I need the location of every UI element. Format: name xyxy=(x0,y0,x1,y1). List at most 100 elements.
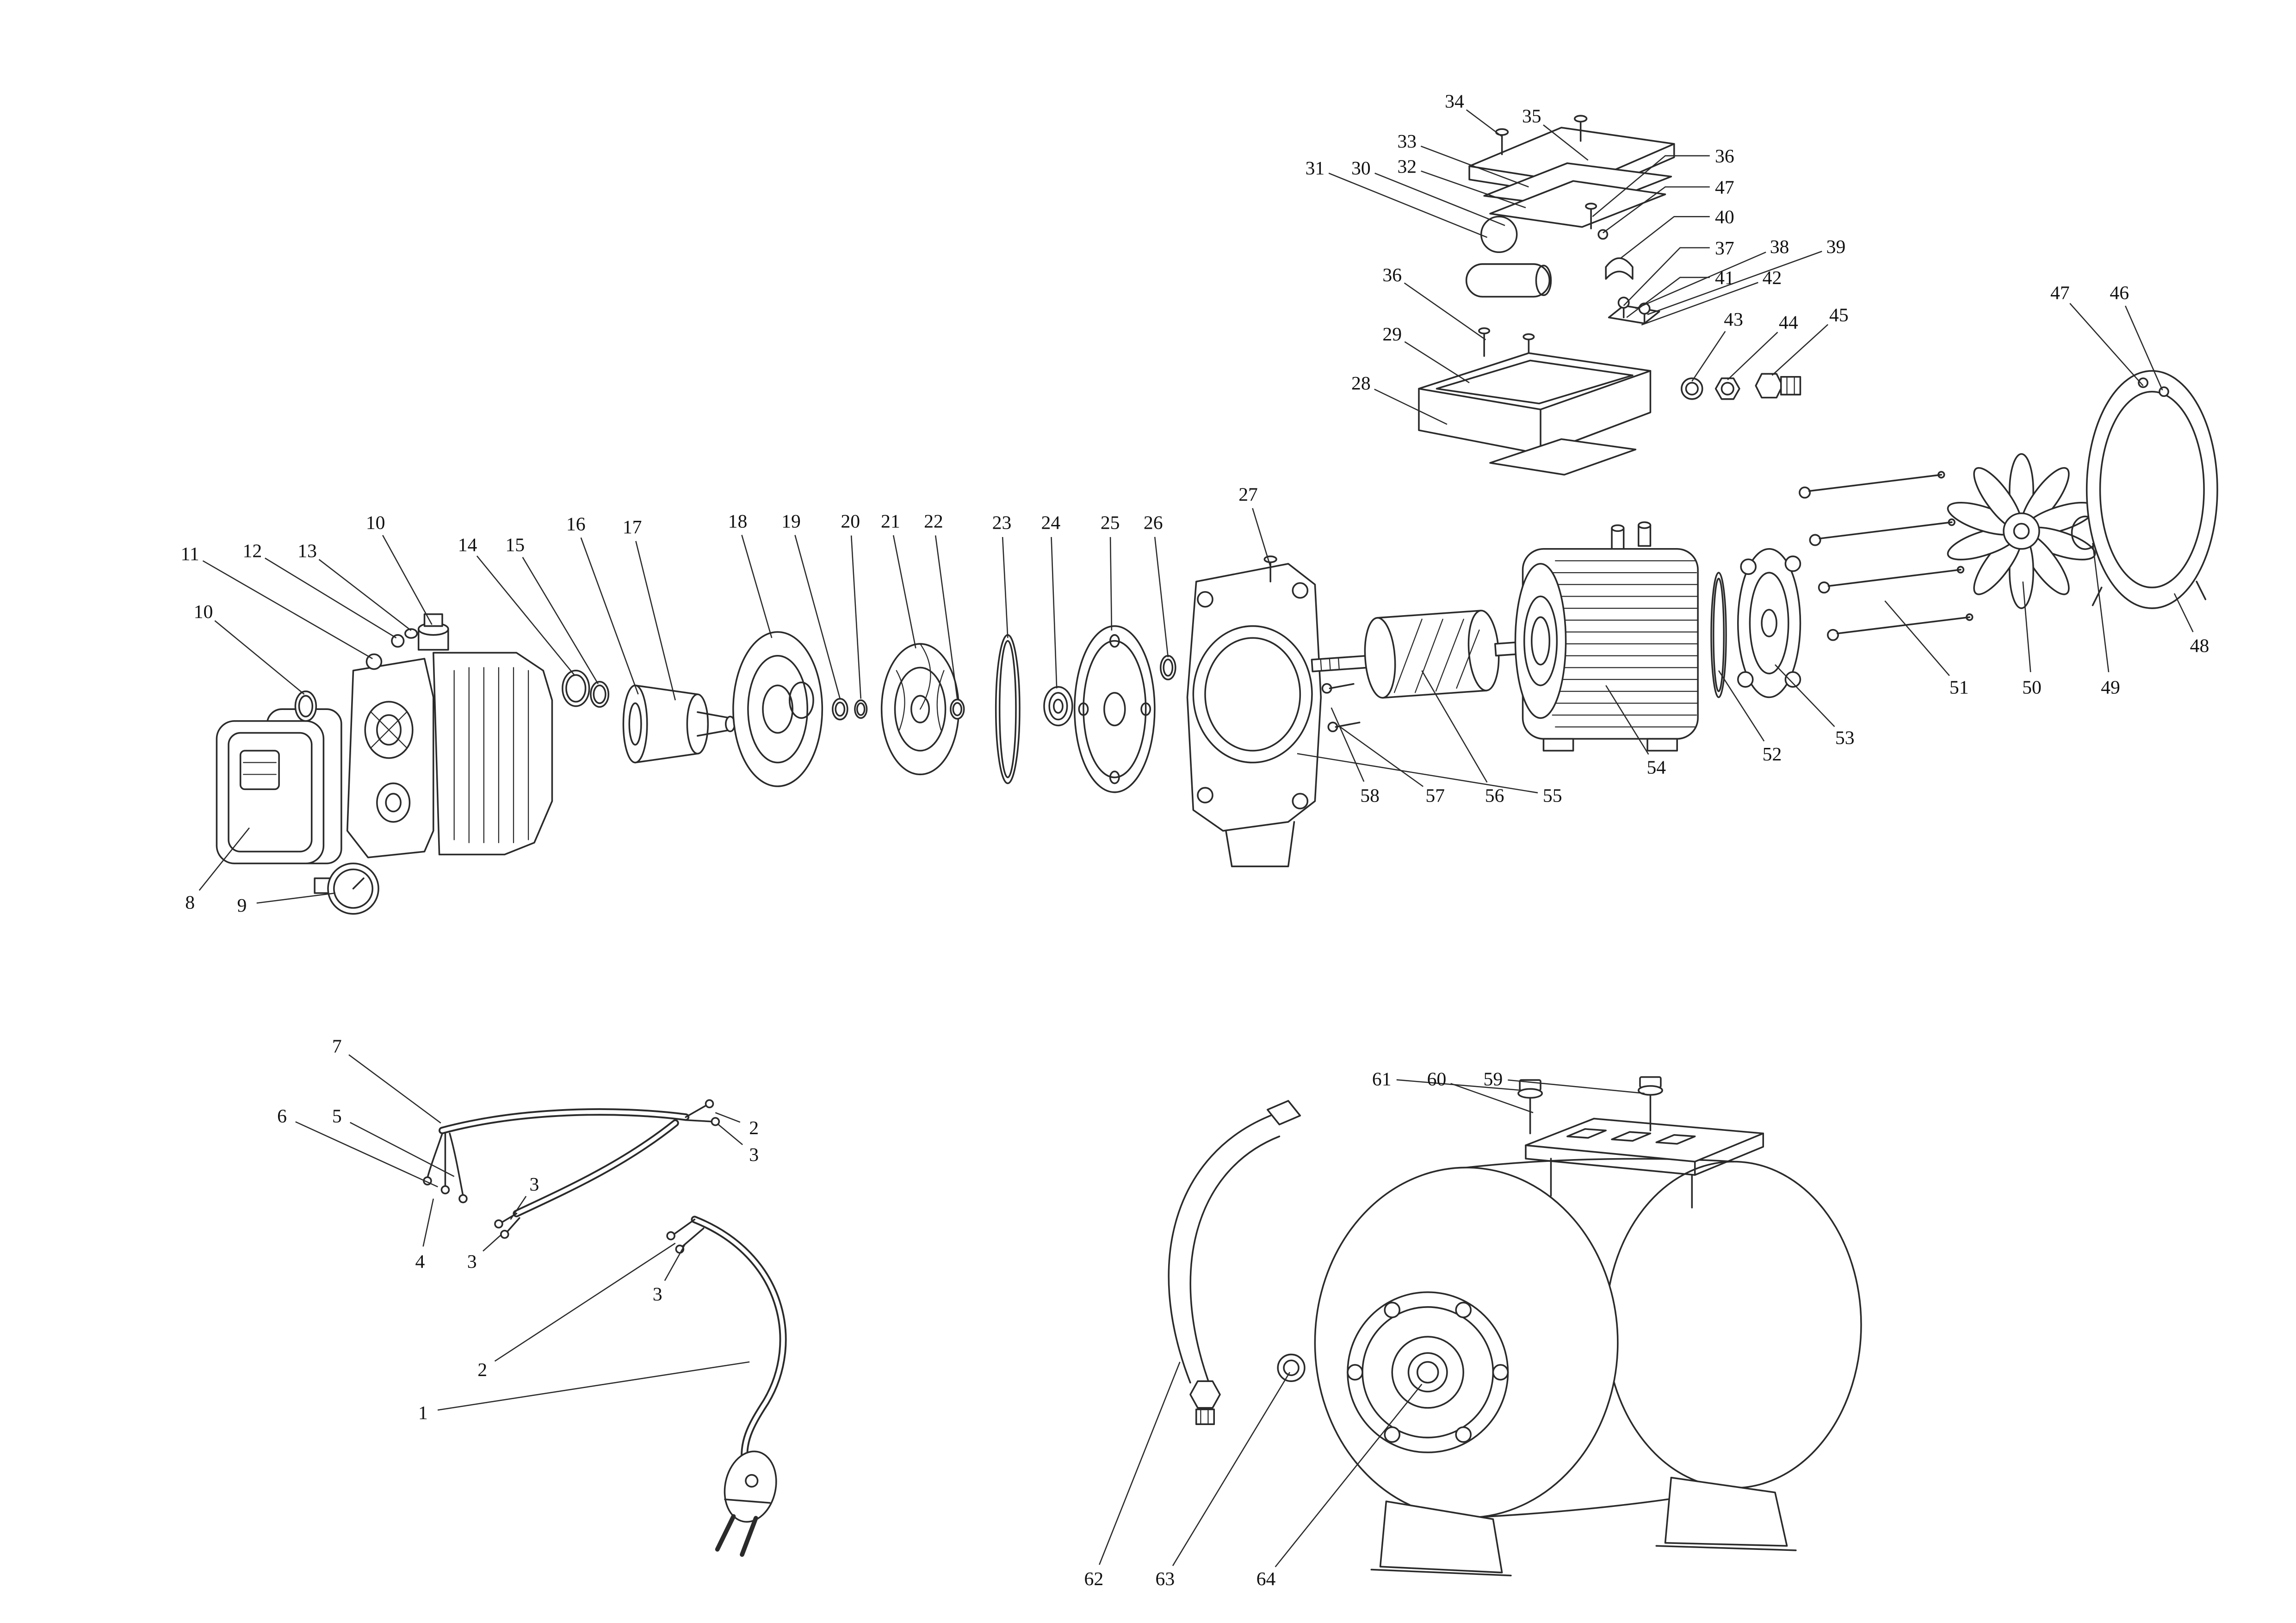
leader-line-19-32 xyxy=(794,535,841,699)
tank-leg-rear xyxy=(1664,1476,1788,1547)
leader-line-36-6 xyxy=(1592,155,1710,217)
leader-line-13-24 xyxy=(318,559,412,631)
leader-line-59-67 xyxy=(1508,1079,1645,1094)
part-label-29-15: 29 xyxy=(1382,324,1402,345)
part-label-57-44: 57 xyxy=(1425,785,1445,807)
leader-line-35-1 xyxy=(1543,124,1589,161)
part-label-3-58: 3 xyxy=(749,1144,759,1166)
tank-flange xyxy=(1347,1291,1509,1453)
part-label-52-48: 52 xyxy=(1763,744,1782,765)
leader-line-23-36 xyxy=(1002,537,1009,638)
leader-line-56-45 xyxy=(1421,670,1488,783)
part-label-17-30: 17 xyxy=(623,517,642,538)
part-label-47-20: 47 xyxy=(2050,282,2070,303)
wire-terminals-left xyxy=(423,1132,468,1203)
leader-line-8-41 xyxy=(198,827,250,891)
leader-line-64-70 xyxy=(1275,1383,1423,1567)
part-label-35-1: 35 xyxy=(1522,106,1541,127)
part-label-10-26: 10 xyxy=(194,601,213,623)
hydraulic-parts xyxy=(562,625,1176,793)
part-label-34-0: 34 xyxy=(1445,91,1464,112)
part-label-23-36: 23 xyxy=(992,512,1012,533)
leader-line-16-29 xyxy=(580,537,639,695)
leader-line-28-16 xyxy=(1374,389,1448,425)
leader-line-40-8 xyxy=(1620,216,1710,259)
leader-line-2-57 xyxy=(715,1112,741,1123)
part-label-2-63: 2 xyxy=(477,1359,487,1381)
leader-line-50-51 xyxy=(2022,581,2031,673)
part-label-2-57: 2 xyxy=(749,1117,759,1139)
part-label-3-62: 3 xyxy=(653,1284,662,1305)
leader-line-48-53 xyxy=(2173,593,2194,632)
retaining-clip xyxy=(2071,515,2097,550)
part-label-32-3: 32 xyxy=(1397,156,1417,178)
part-label-42-13: 42 xyxy=(1763,267,1782,289)
leader-line-49-52 xyxy=(2092,543,2110,673)
part-label-40-8: 40 xyxy=(1715,207,1734,228)
fan-and-cover xyxy=(1947,370,2218,609)
part-label-7-54: 7 xyxy=(332,1036,342,1057)
part-label-43-17: 43 xyxy=(1724,309,1743,330)
leader-line-14-27 xyxy=(476,555,575,676)
leader-line-15-28 xyxy=(522,557,599,685)
leader-line-53-49 xyxy=(1775,664,1835,727)
power-cable-assembly xyxy=(423,1099,787,1557)
leader-line-3-58 xyxy=(718,1124,743,1145)
part-label-1-64: 1 xyxy=(418,1402,428,1424)
part-label-22-35: 22 xyxy=(924,511,943,532)
part-label-54-47: 54 xyxy=(1646,757,1666,778)
part-label-53-49: 53 xyxy=(1835,728,1855,749)
gland-washer xyxy=(1681,377,1703,400)
leader-line-34-0 xyxy=(1466,109,1503,137)
flexible-hose xyxy=(1168,1100,1301,1425)
part-label-10-25: 10 xyxy=(366,512,385,533)
part-label-55-46: 55 xyxy=(1543,785,1562,807)
leader-line-30-5 xyxy=(1374,173,1505,226)
leader-line-25-38 xyxy=(1109,537,1113,631)
part-label-62-68: 62 xyxy=(1084,1568,1104,1590)
leader-line-47-7 xyxy=(1603,186,1710,234)
leader-line-11-22 xyxy=(202,560,373,660)
leader-line-33-2 xyxy=(1420,145,1529,188)
part-label-16-29: 16 xyxy=(566,514,586,535)
leader-line-21-34 xyxy=(892,535,916,648)
tank-rear xyxy=(1605,1160,1862,1489)
part-label-56-45: 56 xyxy=(1485,785,1504,807)
leader-line-1-64 xyxy=(437,1361,750,1411)
leader-line-42-13 xyxy=(1641,282,1758,326)
leader-line-36-14 xyxy=(1404,282,1486,340)
leader-line-20-33 xyxy=(850,535,862,699)
leader-line-18-31 xyxy=(741,535,773,638)
cover-screw-icon xyxy=(1495,115,1588,155)
tank-leg-front xyxy=(1379,1500,1503,1574)
fan-cover xyxy=(2086,370,2218,609)
leader-line-3-59 xyxy=(510,1196,527,1220)
wire-terminals-right xyxy=(685,1099,720,1126)
leader-line-39-11 xyxy=(1647,251,1822,315)
part-label-45-19: 45 xyxy=(1829,304,1849,326)
cable-harness xyxy=(513,1119,679,1217)
part-label-21-34: 21 xyxy=(881,511,900,532)
leader-line-32-3 xyxy=(1421,170,1526,209)
rear-bracket xyxy=(1737,548,1801,698)
part-label-15-28: 15 xyxy=(505,535,525,556)
part-label-26-39: 26 xyxy=(1144,512,1163,533)
part-label-4-60: 4 xyxy=(415,1251,425,1272)
leader-line-22-35 xyxy=(934,535,958,699)
leader-line-4-60 xyxy=(422,1198,434,1247)
part-label-20-33: 20 xyxy=(841,511,860,532)
leader-line-9-42 xyxy=(256,892,336,904)
part-label-5-56: 5 xyxy=(332,1105,342,1127)
part-label-12-23: 12 xyxy=(243,540,262,562)
cable-gland xyxy=(1755,373,1783,399)
leader-line-27-40 xyxy=(1252,508,1271,567)
leader-line-41-12 xyxy=(1626,277,1710,318)
part-label-36-14: 36 xyxy=(1382,265,1402,286)
leader-line-2-63 xyxy=(494,1242,676,1362)
part-label-9-42: 9 xyxy=(237,895,247,916)
motor-stator xyxy=(1514,521,1699,752)
part-label-59-67: 59 xyxy=(1484,1068,1503,1090)
part-label-6-55: 6 xyxy=(277,1105,287,1127)
leader-line-45-19 xyxy=(1771,324,1829,376)
